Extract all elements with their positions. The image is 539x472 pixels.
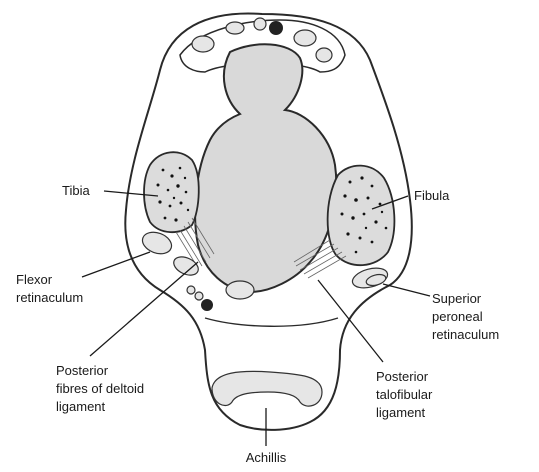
achillis-label: Achillis — [246, 450, 287, 465]
anterior-tendon-3 — [294, 30, 316, 46]
tibia-bone — [144, 152, 199, 232]
tibia-label: Tibia — [62, 183, 90, 198]
neurovascular-2 — [195, 292, 203, 300]
anterior-tendon-1 — [192, 36, 214, 52]
superior-peroneal-leader — [383, 284, 430, 296]
anterior-tendon-4 — [316, 48, 332, 62]
flexor-retinaculum-label: Flexor retinaculum — [16, 272, 83, 305]
posterior-talofibular-label: Posterior talofibular ligament — [376, 369, 436, 420]
fibula-label: Fibula — [414, 188, 450, 203]
anterior-vessel-1 — [254, 18, 266, 30]
fhl-tendon — [226, 281, 254, 299]
anterior-tendon-2 — [226, 22, 244, 34]
fibula-bone — [328, 166, 395, 266]
superior-peroneal-retinaculum-label: Superior peroneal retinaculum — [432, 291, 499, 342]
neurovascular-1 — [187, 286, 195, 294]
anterior-vessel-2 — [269, 21, 283, 35]
posterior-deltoid-label: Posterior fibres of deltoid ligament — [56, 363, 148, 414]
neurovascular-3 — [201, 299, 213, 311]
